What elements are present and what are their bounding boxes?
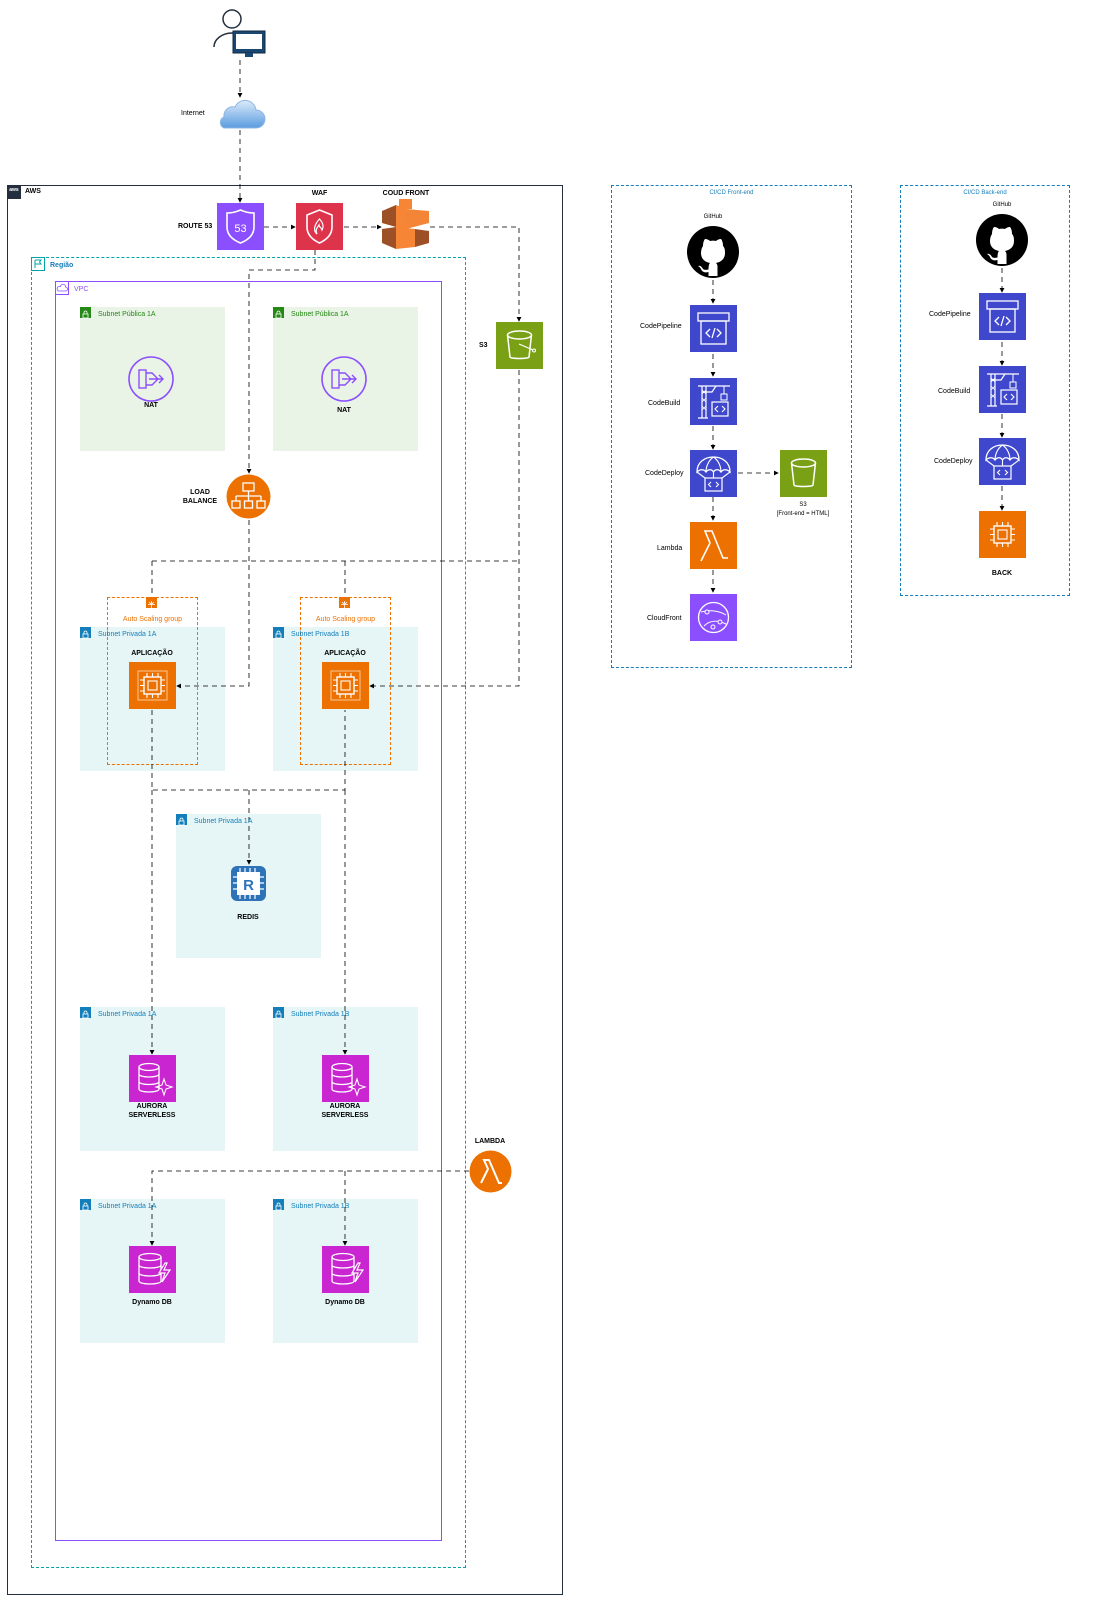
region-flag-icon [31, 257, 45, 271]
load-balancer-label-1: LOAD [190, 489, 210, 496]
aurora-2-label-1: AURORA [329, 1103, 361, 1110]
nat-gateway-icon [127, 355, 175, 403]
front-github-label: GitHub [703, 214, 723, 220]
lock-icon [80, 1199, 91, 1211]
cicd-front-group [611, 185, 852, 668]
route53-label: ROUTE 53 [178, 223, 213, 230]
region-group [31, 257, 466, 1568]
cloudfront-label: COUD FRONT [382, 190, 430, 197]
nat-label: NAT [337, 407, 351, 414]
back-label: BACK [991, 570, 1013, 577]
aurora-subnet-1-label: Subnet Privada 1A [98, 1011, 157, 1018]
dynamo-1-label: Dynamo DB [132, 1299, 172, 1306]
front-s3-bucket-icon [780, 450, 827, 497]
s3-label: S3 [479, 342, 488, 349]
cicd-front-title: CI/CD Front-end [709, 190, 754, 196]
lock-icon [80, 1007, 91, 1019]
redis-subnet-label: Subnet Privada 1A [194, 818, 253, 825]
front-lambda-icon [690, 522, 737, 569]
route53-icon: 53 [217, 203, 264, 250]
lock-icon [273, 627, 284, 639]
app-2-label: APLICAÇÃO [324, 650, 366, 657]
lock-icon [176, 814, 187, 826]
front-codebuild-label: CodeBuild [648, 400, 681, 407]
aws-label: AWS [25, 188, 41, 195]
aws-cloud-group [7, 185, 563, 1595]
cicd-back-group [900, 185, 1070, 596]
aurora-subnet-2-label: Subnet Privada 1B [291, 1011, 350, 1018]
auto-scaling-icon [146, 597, 157, 608]
back-github-label: GitHub [992, 202, 1012, 208]
region-label: Região [50, 262, 74, 269]
app-subnet-1-label: Subnet Privada 1A [98, 631, 157, 638]
waf-label: WAF [311, 190, 328, 197]
back-codepipeline-label: CodePipeline [929, 311, 971, 318]
redis-icon: R [230, 865, 267, 902]
front-lambda-label: Lambda [657, 545, 683, 552]
asg-2-label: Auto Scaling group [315, 616, 376, 623]
internet-cloud-icon [214, 98, 266, 130]
load-balancer-icon [226, 474, 271, 519]
lock-icon [273, 1007, 284, 1019]
dynamo-2-label: Dynamo DB [325, 1299, 365, 1306]
ec2-instance-icon [129, 662, 176, 709]
lock-icon [273, 1199, 284, 1211]
app-1-label: APLICAÇÃO [131, 650, 173, 657]
vpc-cloud-icon [55, 281, 69, 295]
lock-icon [273, 307, 284, 319]
dynamo-subnet-1-label: Subnet Privada 1A [98, 1203, 157, 1210]
lock-icon [80, 627, 91, 639]
back-codedeploy-label: CodeDeploy [934, 458, 973, 465]
internet-label: Internet [181, 110, 205, 117]
svg-text:R: R [243, 877, 254, 894]
lambda-label: LAMBDA [474, 1138, 506, 1145]
public-subnet-2-label: Subnet Pública 1A [291, 311, 349, 318]
public-subnet-1-label: Subnet Pública 1A [98, 311, 156, 318]
front-s3-label-2: [Front-end = HTML] [776, 511, 830, 517]
nat-gateway-icon [320, 355, 368, 403]
vpc-label: VPC [74, 286, 89, 293]
back-ec2-icon [979, 511, 1026, 558]
aurora-database-icon [129, 1055, 176, 1102]
cloudfront-icon [382, 199, 429, 254]
dynamodb-icon [129, 1246, 176, 1293]
aurora-database-icon [322, 1055, 369, 1102]
lambda-icon [469, 1150, 512, 1193]
github-icon [976, 214, 1028, 266]
aurora-1-label-2: SERVERLESS [128, 1112, 176, 1119]
back-codepipeline-icon [979, 293, 1026, 340]
nat-label: NAT [144, 402, 158, 409]
front-codedeploy-label: CodeDeploy [645, 470, 684, 477]
waf-icon [296, 203, 343, 250]
aurora-1-label-1: AURORA [136, 1103, 168, 1110]
load-balancer-label-2: BALANCE [182, 498, 218, 505]
codebuild-icon [690, 378, 737, 425]
svg-text:53: 53 [234, 223, 246, 235]
front-cloudfront-label: CloudFront [647, 615, 682, 622]
front-cloudfront-icon [690, 594, 737, 641]
user-computer-icon [212, 5, 268, 59]
auto-scaling-icon [339, 597, 350, 608]
back-codedeploy-icon [979, 438, 1026, 485]
asg-1-label: Auto Scaling group [122, 616, 183, 623]
dynamodb-icon [322, 1246, 369, 1293]
front-codepipeline-label: CodePipeline [640, 323, 682, 330]
lock-icon [80, 307, 91, 319]
aws-logo-icon: aws [7, 185, 21, 199]
github-icon [687, 226, 739, 278]
ec2-instance-icon [322, 662, 369, 709]
codepipeline-icon [690, 305, 737, 352]
dynamo-subnet-2-label: Subnet Privada 1B [291, 1203, 350, 1210]
vpc-group [55, 281, 442, 1541]
redis-label: REDIS [237, 914, 259, 921]
app-subnet-2-label: Subnet Privada 1B [291, 631, 350, 638]
aurora-2-label-2: SERVERLESS [321, 1112, 369, 1119]
back-codebuild-label: CodeBuild [938, 388, 971, 395]
front-s3-label-1: S3 [799, 502, 807, 508]
cicd-back-title: CI/CD Back-end [963, 190, 1007, 196]
codedeploy-icon [690, 450, 737, 497]
s3-bucket-icon [496, 322, 543, 369]
back-codebuild-icon [979, 366, 1026, 413]
